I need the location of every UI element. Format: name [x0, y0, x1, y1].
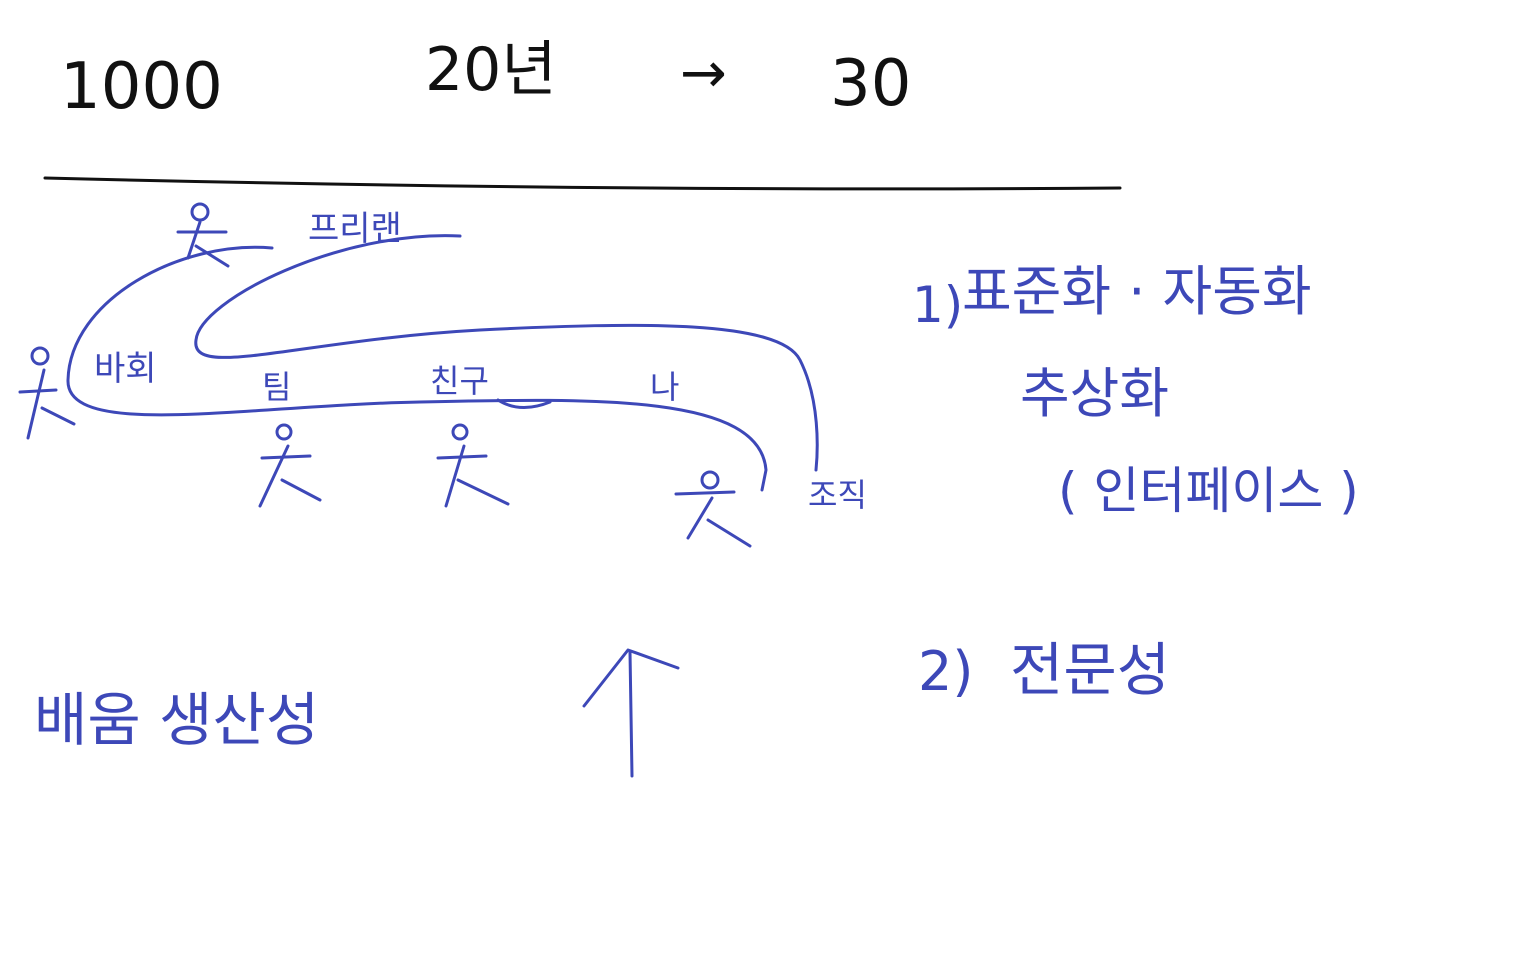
separator-line [43, 176, 1122, 191]
bottom-note-text: 배움 생산성 [34, 686, 319, 754]
person-icon-friend [436, 423, 510, 508]
person-icon-top [176, 202, 230, 268]
friend-label-underline [496, 398, 552, 409]
client-label: 바회 [94, 349, 157, 389]
up-arrow-icon [582, 648, 680, 778]
top-value: 1000 [60, 50, 223, 124]
network-diagram: 프리랜 바회 팀 친구 [18, 202, 867, 548]
item1-line2: 추상화 [1020, 362, 1169, 425]
right-notes: 1) 표준화 · 자동화 추상화 ( 인터페이스 ) 2) 전문성 [912, 260, 1359, 704]
person-label-friend: 친구 [430, 362, 489, 400]
item2-number: 2) [918, 640, 973, 703]
top-note: 1000 20년 → 30 [60, 35, 911, 124]
freelancer-label: 프리랜 [308, 209, 402, 249]
top-duration: 20년 [425, 35, 557, 105]
item1-line1: 표준화 · 자동화 [962, 260, 1312, 323]
person-icon-me [674, 470, 752, 548]
person-label-organization: 조직 [808, 476, 867, 514]
person-icon-left [18, 346, 76, 440]
person-icon-team [258, 423, 322, 508]
outer-loop-line [66, 245, 768, 492]
person-label-team: 팀 [262, 368, 291, 406]
top-arrow: → [680, 41, 727, 106]
bottom-note: 배움 생산성 [34, 648, 680, 778]
item2-text: 전문성 [1010, 636, 1170, 704]
top-result: 30 [830, 47, 911, 121]
inner-loop-line [194, 234, 819, 472]
item1-line3: ( 인터페이스 ) [1058, 462, 1359, 520]
person-label-me: 나 [650, 368, 679, 406]
item1-number: 1) [912, 276, 963, 334]
